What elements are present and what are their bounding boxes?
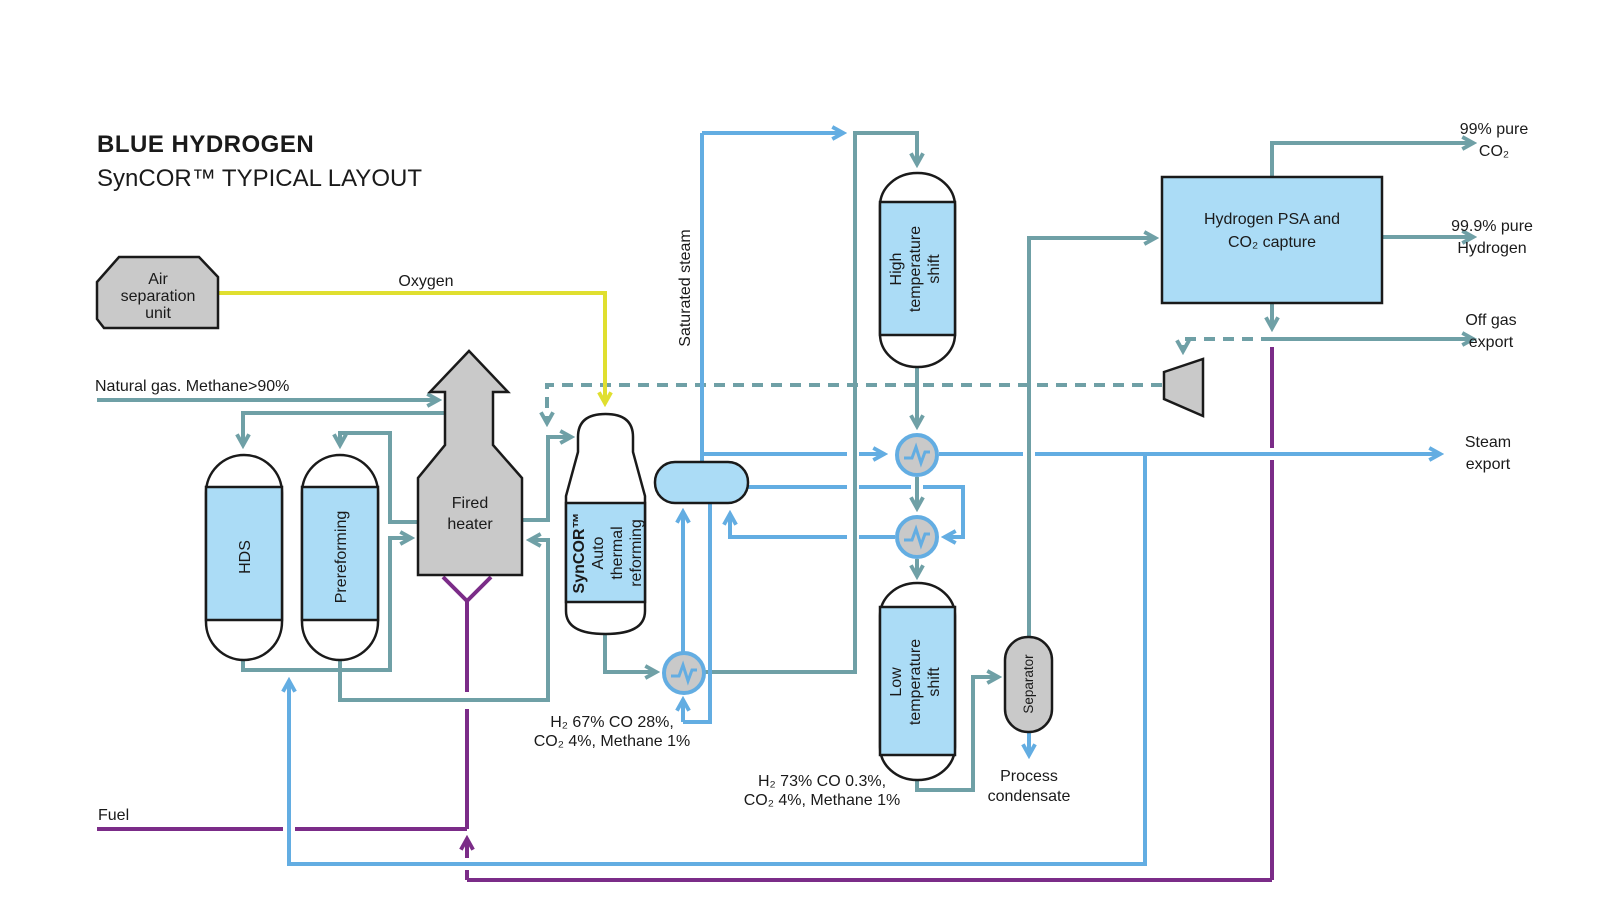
svg-text:export: export (1466, 456, 1511, 473)
svg-text:SynCOR™: SynCOR™ (571, 513, 588, 594)
svg-text:heater: heater (447, 516, 493, 533)
oxygen-label: Oxygen (398, 273, 453, 290)
high-temperature-shift-label: High temperature shift (888, 226, 943, 312)
svg-text:CO₂: CO₂ (1479, 143, 1509, 160)
fuel-label: Fuel (98, 807, 129, 824)
svg-text:Process: Process (1000, 768, 1058, 785)
heater-coil3-to-atr-line (522, 437, 570, 522)
syngas-riser-to-hts-line (704, 131, 917, 674)
hydrogen-export-label: 99.9% pure Hydrogen (1451, 218, 1533, 257)
co2-export-line (1270, 143, 1472, 177)
svg-text:H₂ 67% CO 28%,: H₂ 67% CO 28%, (550, 714, 674, 731)
offgas-recycle-lines (547, 337, 1272, 422)
prereforming-label: Prereforming (333, 511, 350, 603)
fired-heater-label: Fired heater (447, 495, 493, 533)
svg-text:Hydrogen: Hydrogen (1457, 240, 1526, 257)
offgas-compressor-shape (1162, 357, 1205, 418)
heater-coil1-to-hds-line (243, 411, 447, 444)
low-temperature-shift-vessel (878, 581, 957, 782)
hx2-water-return-line-2 (730, 515, 847, 539)
hydrogen-psa-box (1160, 175, 1384, 305)
svg-text:99% pure: 99% pure (1460, 121, 1529, 138)
offgas-to-compressor-dashed-line (1183, 337, 1272, 350)
svg-text:Fired: Fired (452, 495, 488, 512)
svg-text:99.9% pure: 99.9% pure (1451, 218, 1533, 235)
diagram-title: BLUE HYDROGEN (97, 131, 314, 158)
steam-water-lines (289, 133, 1439, 866)
svg-text:temperature: temperature (907, 226, 924, 312)
process-gas-lines (97, 131, 1472, 792)
fired-heater-fuel-y-line (441, 575, 493, 829)
low-temperature-shift-label: Low temperature shift (888, 639, 943, 725)
offgas-export-label: Off gas export (1465, 312, 1516, 351)
svg-text:separation: separation (121, 288, 196, 305)
hds-vessel (204, 453, 284, 662)
svg-text:condensate: condensate (988, 788, 1071, 805)
svg-text:shift: shift (926, 254, 943, 284)
svg-text:High: High (888, 253, 905, 286)
compressor-to-atr-dashed-line (547, 383, 1162, 422)
steam-export-label: Steam export (1465, 434, 1511, 473)
natural-gas-label: Natural gas. Methane>90% (95, 378, 289, 395)
svg-text:Air: Air (148, 271, 168, 288)
svg-text:Low: Low (888, 667, 905, 697)
separator-label: Separator (1021, 654, 1036, 714)
atr-outlet-composition-label: H₂ 67% CO 28%, CO₂ 4%, Methane 1% (534, 714, 691, 750)
steam-superheater-hx-icon (895, 433, 939, 477)
svg-text:Steam: Steam (1465, 434, 1511, 451)
svg-text:thermal: thermal (609, 526, 626, 579)
heater-coil2-to-prereformer-line (340, 431, 418, 524)
co2-export-label: 99% pure CO₂ (1460, 121, 1529, 160)
svg-text:reforming: reforming (628, 519, 645, 587)
lts-outlet-composition-label: H₂ 73% CO 0.3%, CO₂ 4%, Methane 1% (744, 773, 901, 809)
svg-text:shift: shift (926, 667, 943, 697)
heat-exchangers (662, 433, 939, 695)
separator-to-psa-line (1027, 238, 1154, 637)
water-preheater-hx-icon (895, 515, 939, 559)
process-condensate-label: Process condensate (988, 768, 1071, 805)
svg-text:unit: unit (145, 305, 171, 322)
svg-text:H₂ 73% CO 0.3%,: H₂ 73% CO 0.3%, (758, 773, 886, 790)
fired-heater-shape (416, 349, 524, 577)
hds-outlet-to-heater-line (241, 538, 410, 672)
drum-downcomer-line (683, 503, 712, 724)
hds-label: HDS (237, 540, 254, 574)
waste-heat-boiler-hx-icon (662, 651, 706, 695)
svg-text:Hydrogen PSA and: Hydrogen PSA and (1204, 211, 1340, 228)
air-separation-unit-shape (95, 255, 220, 330)
svg-text:temperature: temperature (907, 639, 924, 725)
asu-label: Air separation unit (121, 271, 196, 322)
svg-text:Auto: Auto (590, 536, 607, 569)
separator-vessel (1003, 635, 1054, 734)
svg-text:CO₂ 4%, Methane 1%: CO₂ 4%, Methane 1% (744, 792, 901, 809)
steam-drum (653, 460, 750, 505)
syncor-label: SynCOR™ Auto thermal reforming (571, 513, 645, 594)
steam-to-process-return-line (289, 454, 1147, 866)
prereformer-outlet-to-heater-line (338, 540, 550, 702)
svg-text:Off gas: Off gas (1465, 312, 1516, 329)
lts-outlet-to-separator-line (915, 677, 997, 792)
fuel-lines (97, 347, 1274, 882)
diagram-subtitle: SynCOR™ TYPICAL LAYOUT (97, 165, 422, 192)
svg-text:CO₂ 4%, Methane 1%: CO₂ 4%, Methane 1% (534, 733, 691, 750)
svg-text:CO₂ capture: CO₂ capture (1228, 234, 1316, 251)
drum-water-to-hx2-line (748, 485, 965, 537)
psa-label: Hydrogen PSA and CO₂ capture (1204, 211, 1340, 251)
high-temperature-shift-vessel (878, 171, 957, 369)
syncor-atr-vessel (564, 412, 647, 636)
atr-outlet-line (603, 633, 655, 672)
svg-text:export: export (1469, 334, 1514, 351)
saturated-steam-label: Saturated steam (677, 229, 694, 346)
oxygen-line (218, 291, 605, 402)
prereforming-vessel (300, 453, 380, 662)
